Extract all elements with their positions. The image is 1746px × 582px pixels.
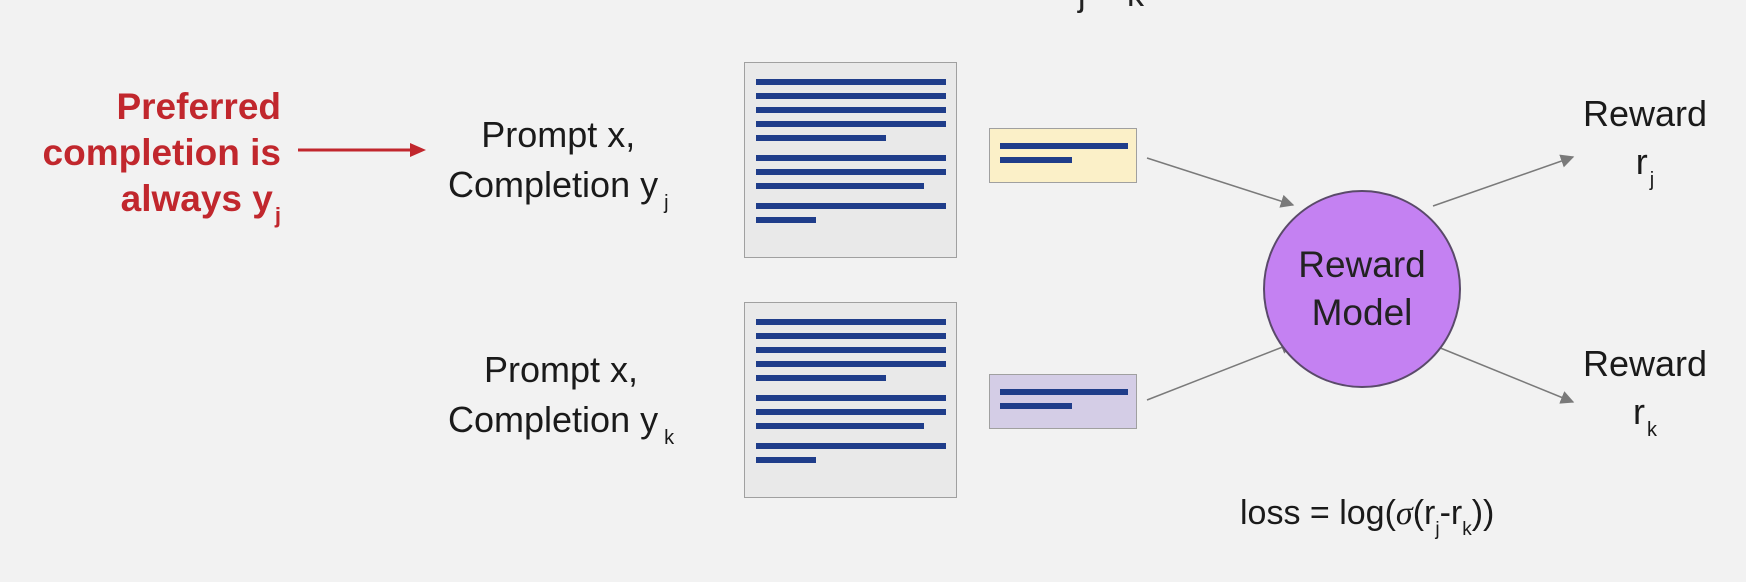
arrow-embedding-k-to-model <box>1146 341 1295 401</box>
text-line <box>756 333 946 339</box>
text-line <box>756 457 816 463</box>
top-fragment-j: j <box>1078 0 1086 15</box>
note-arrow-icon <box>298 143 426 157</box>
text-line <box>756 121 946 127</box>
reward-label: Reward <box>1582 93 1708 134</box>
arrow-embedding-j-to-model <box>1146 157 1295 208</box>
loss-formula: loss = log(σ(rj-rk)) <box>1240 494 1495 540</box>
text-line <box>756 79 946 85</box>
text-line <box>756 183 924 189</box>
document-panel-j <box>744 62 957 258</box>
sigma-symbol: σ <box>1395 495 1413 532</box>
note-subscript: j <box>274 203 281 228</box>
reward-model-circle: Reward Model <box>1263 190 1461 388</box>
embedding-line <box>1000 157 1072 163</box>
top-cutoff-text: j k <box>0 0 1746 16</box>
top-fragment-k: k <box>1127 0 1144 15</box>
text-line <box>756 361 946 367</box>
text-line <box>756 155 946 161</box>
text-line <box>756 107 946 113</box>
text-line <box>756 409 946 415</box>
text-line <box>756 93 946 99</box>
note-line-2: completion is <box>42 132 281 173</box>
text-line <box>756 443 946 449</box>
embedding-line <box>1000 403 1072 409</box>
reward-label: Reward <box>1582 343 1708 384</box>
embedding-box-k <box>989 374 1137 429</box>
reward-subscript: k <box>1647 419 1657 441</box>
reward-subscript: j <box>1649 169 1655 191</box>
completion-subscript: k <box>664 427 675 449</box>
text-line <box>756 423 924 429</box>
text-line <box>756 203 946 209</box>
arrow-model-to-reward-k <box>1432 344 1575 404</box>
note-line-1: Preferred <box>116 86 281 127</box>
text-line <box>756 375 886 381</box>
text-line <box>756 319 946 325</box>
arrow-model-to-reward-j <box>1432 154 1575 207</box>
completion-subscript: j <box>664 192 669 214</box>
text-line <box>756 347 946 353</box>
text-line <box>756 395 946 401</box>
prompt-label: Prompt x, <box>484 349 639 390</box>
note-line-3: always yj <box>120 178 281 228</box>
text-line <box>756 217 816 223</box>
embedding-box-j <box>989 128 1137 183</box>
reward-model-line-1: Reward <box>1298 244 1426 285</box>
embedding-line <box>1000 389 1128 395</box>
embedding-line <box>1000 143 1128 149</box>
prompt-label: Prompt x, <box>481 114 636 155</box>
document-panel-k <box>744 302 957 498</box>
reward-model-line-2: Model <box>1311 292 1413 333</box>
text-line <box>756 169 946 175</box>
text-line <box>756 135 886 141</box>
preferred-completion-note: Preferred completion is always yj <box>42 84 281 228</box>
